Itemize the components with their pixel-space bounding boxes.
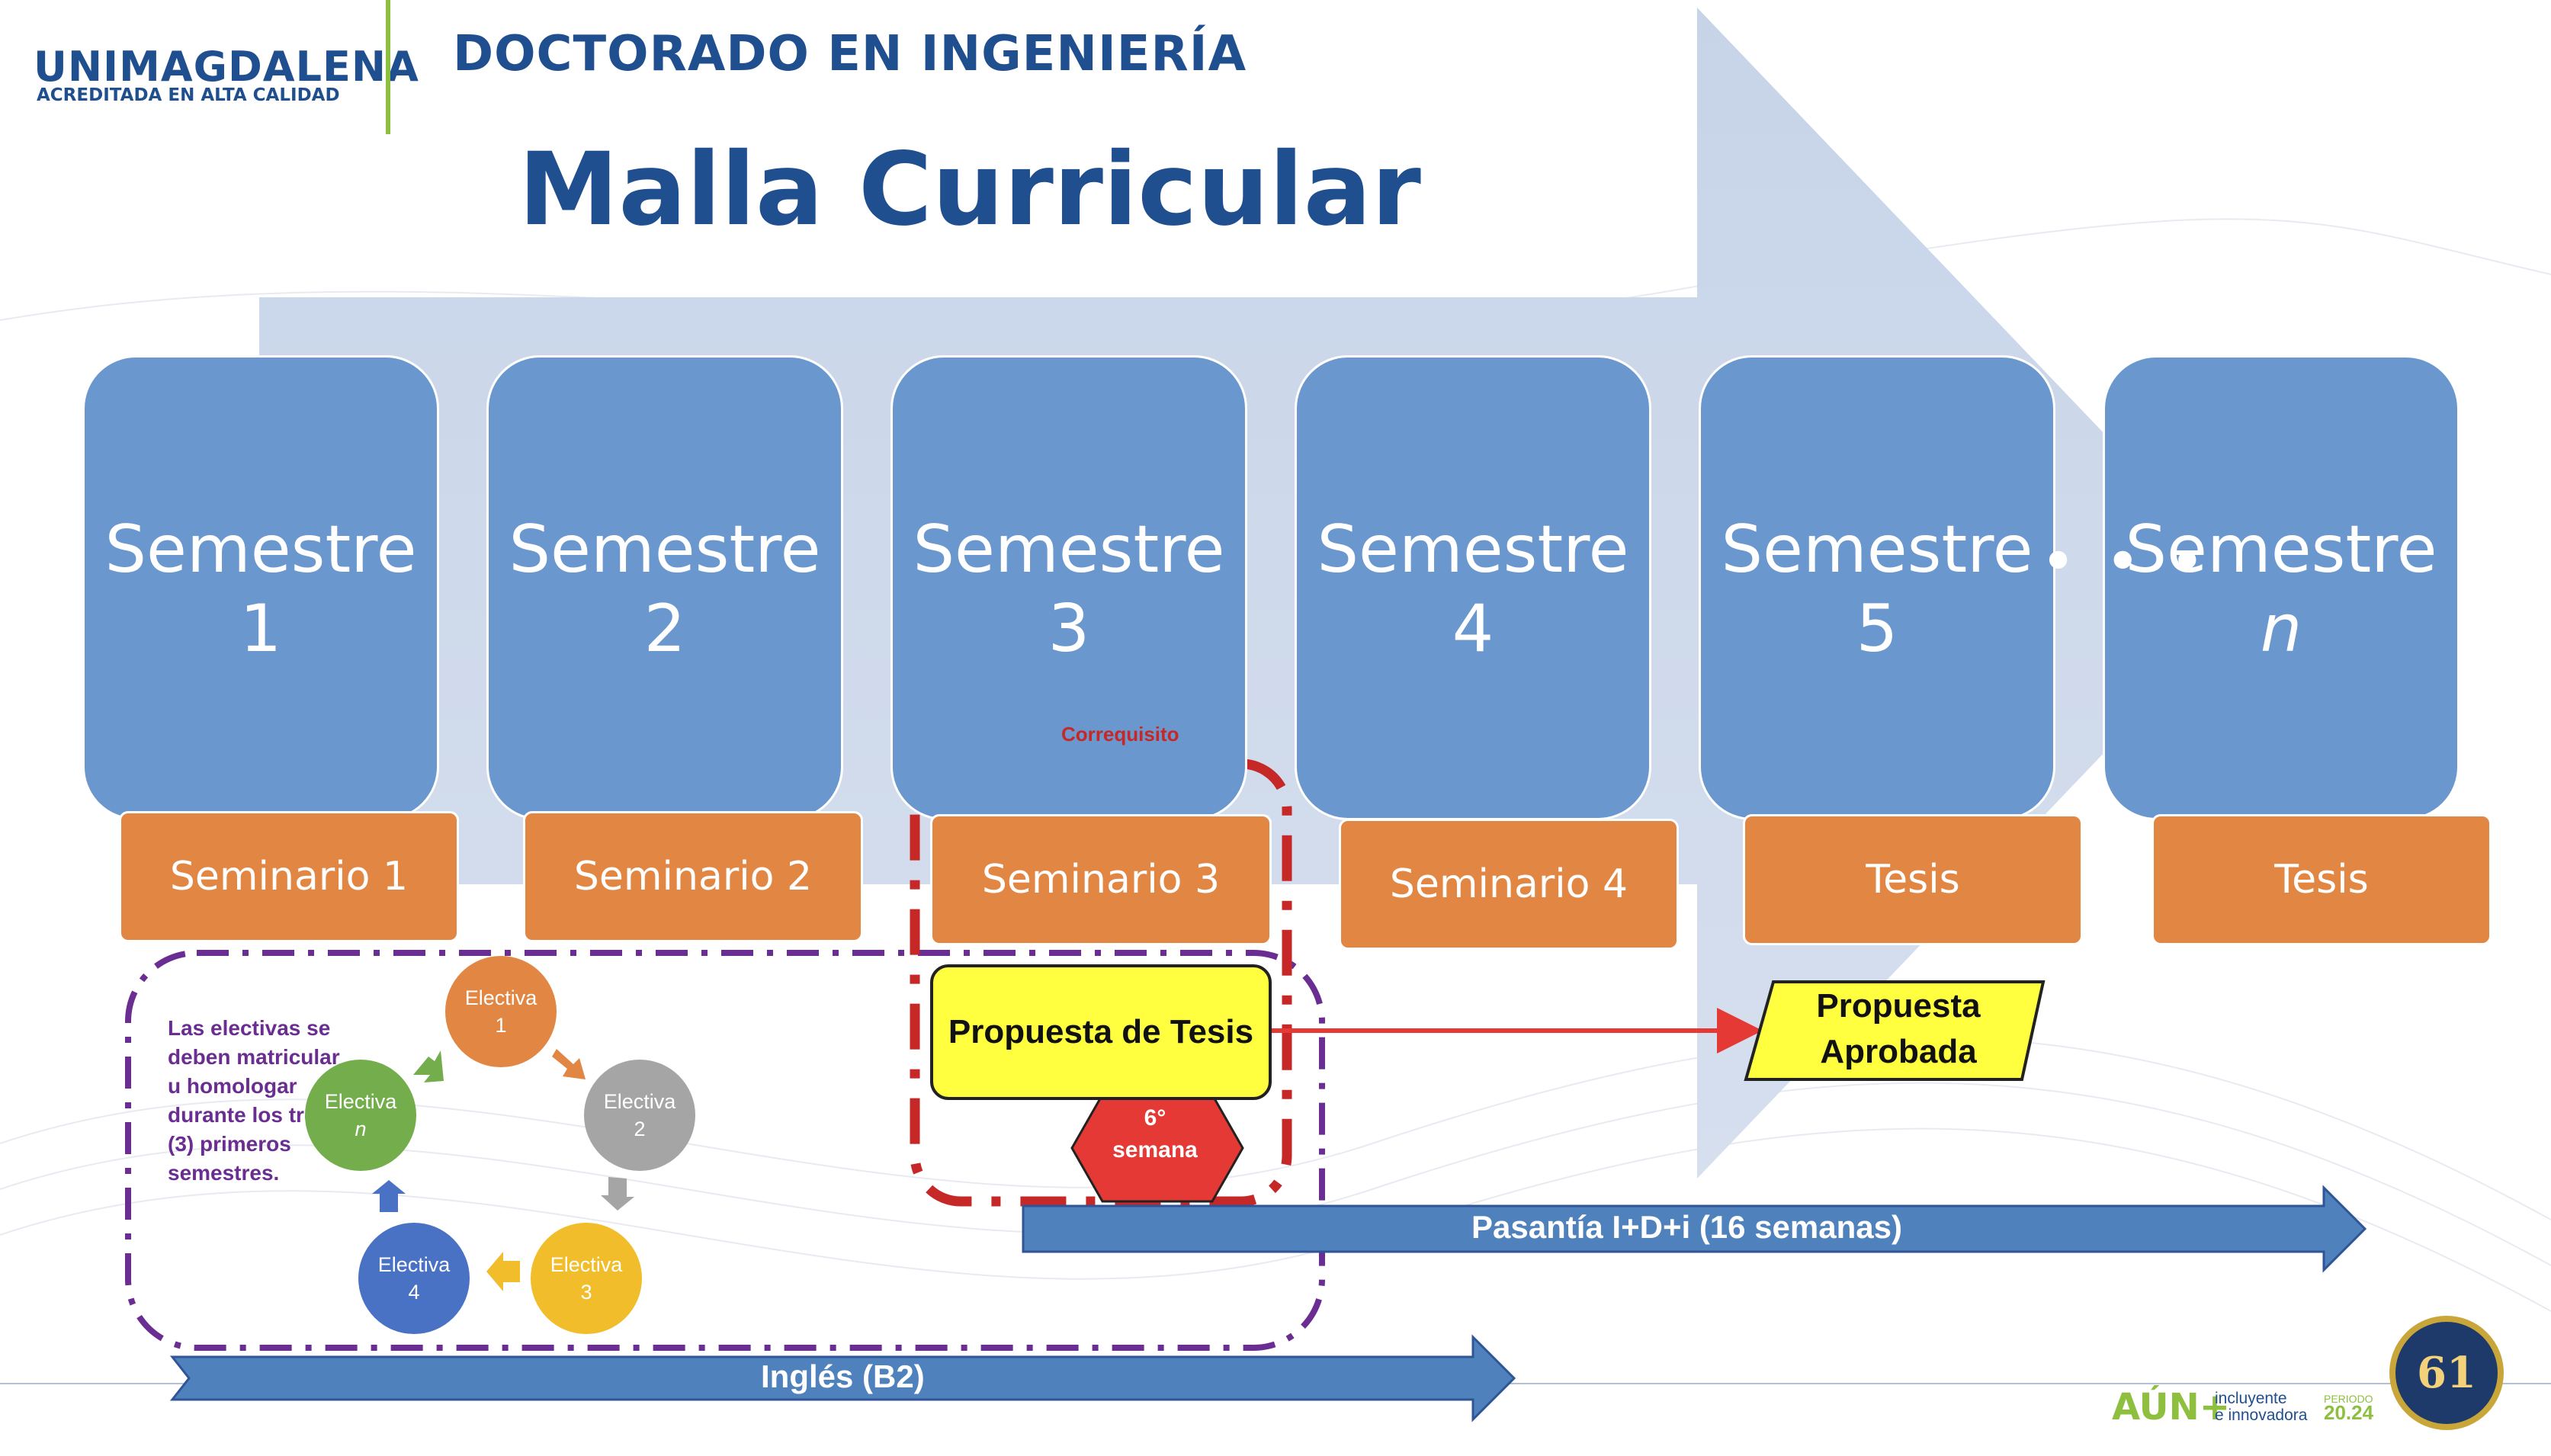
semester-number: n — [2260, 591, 2302, 667]
thesis-proposal-box: Propuesta de Tesis — [930, 964, 1272, 1100]
elective-circle-1: Electiva 1 — [445, 956, 557, 1067]
semester-number: 5 — [1856, 591, 1898, 667]
approved-line-2: Aprobada — [1820, 1033, 1977, 1070]
elective-number: 3 — [580, 1281, 592, 1304]
institution-logo-subtitle: ACREDITADA EN ALTA CALIDAD — [37, 85, 340, 105]
header-divider — [386, 0, 390, 134]
semester-card-3: Semestre 3 — [890, 355, 1247, 820]
semester-card-4: Semestre 4 — [1295, 355, 1651, 820]
approved-line-1: Propuesta — [1816, 987, 1981, 1025]
elective-number: 1 — [495, 1014, 507, 1037]
semester-card-1: Semestre 1 — [82, 355, 439, 820]
footer-period-value: 20.24 — [2324, 1401, 2374, 1424]
english-arrow-label: Inglés (B2) — [761, 1358, 925, 1394]
semester-word: Semestre — [913, 512, 1225, 588]
elective-circle-n: Electiva n — [305, 1060, 416, 1171]
semester-number: 2 — [643, 591, 686, 667]
internship-arrow — [1022, 1185, 2367, 1273]
elective-circle-3: Electiva 3 — [531, 1223, 642, 1334]
footer-brand: AÚN+ — [2112, 1386, 2231, 1429]
elective-number: 2 — [634, 1118, 646, 1140]
semester-word: Semestre — [104, 512, 417, 588]
semester-number: 4 — [1452, 591, 1494, 667]
approved-parallelogram — [1744, 980, 2046, 1081]
elective-circle-4: Electiva 4 — [358, 1223, 470, 1334]
footer-tagline-line-2: e innovadora — [2215, 1406, 2308, 1424]
internship-arrow-label: Pasantía I+D+i (16 semanas) — [1471, 1209, 1902, 1245]
elective-number: n — [355, 1118, 367, 1140]
institution-logo-name: UNIMAGDALENA — [34, 43, 419, 91]
week-number: 6° — [1144, 1105, 1166, 1130]
elective-label: Electiva — [377, 1253, 451, 1276]
elective-label: Electiva — [603, 1090, 676, 1113]
elective-number: 4 — [408, 1281, 420, 1304]
elective-cycle-arrows — [372, 1049, 634, 1291]
elective-label: Electiva — [324, 1090, 397, 1113]
elective-circle-2: Electiva 2 — [584, 1060, 695, 1171]
seminar-box-3: Seminario 3 — [930, 814, 1272, 945]
approved-proposal-label: Propuesta Aprobada — [1754, 983, 2043, 1075]
semester-number: 1 — [239, 591, 282, 667]
page-title: Malla Curricular — [518, 131, 1421, 249]
week-label: 6° semana — [1067, 1102, 1243, 1166]
semester-card-5: Semestre 5 — [1699, 355, 2055, 820]
seminar-box-4: Seminario 4 — [1339, 819, 1679, 950]
program-title: DOCTORADO EN INGENIERÍA — [453, 26, 1247, 82]
thesis-box-5: Tesis — [1743, 814, 2083, 945]
semester-word: Semestre — [2125, 512, 2437, 588]
semester-card-n: Semestre n — [2103, 355, 2460, 820]
semester-word: Semestre — [1721, 512, 2033, 588]
footer-period: PERIODO 20.24 — [2324, 1392, 2373, 1422]
footer-tagline-line-1: incluyente — [2215, 1390, 2287, 1407]
anniversary-seal-icon: 61 — [2389, 1316, 2504, 1430]
ellipsis-separator: • • • — [2040, 526, 2210, 597]
week-word: semana — [1112, 1137, 1198, 1163]
seminar-box-1: Seminario 1 — [119, 811, 459, 942]
corequisite-label: Correquisito — [1061, 723, 1179, 746]
semester-card-2: Semestre 2 — [486, 355, 843, 820]
electives-note: Las electivas se deben matricular u homo… — [168, 1016, 340, 1185]
footer-period-label: PERIODO — [2324, 1393, 2373, 1405]
thesis-box-n: Tesis — [2152, 814, 2492, 945]
semester-number: 3 — [1048, 591, 1090, 667]
english-arrow — [169, 1334, 1516, 1422]
elective-label: Electiva — [550, 1253, 623, 1276]
elective-label: Electiva — [464, 986, 537, 1009]
electives-dashed-box — [125, 950, 1325, 1351]
footer-tagline: incluyente e innovadora — [2215, 1390, 2307, 1424]
seminar-box-2: Seminario 2 — [523, 811, 863, 942]
semester-word: Semestre — [509, 512, 821, 588]
semester-word: Semestre — [1317, 512, 1629, 588]
